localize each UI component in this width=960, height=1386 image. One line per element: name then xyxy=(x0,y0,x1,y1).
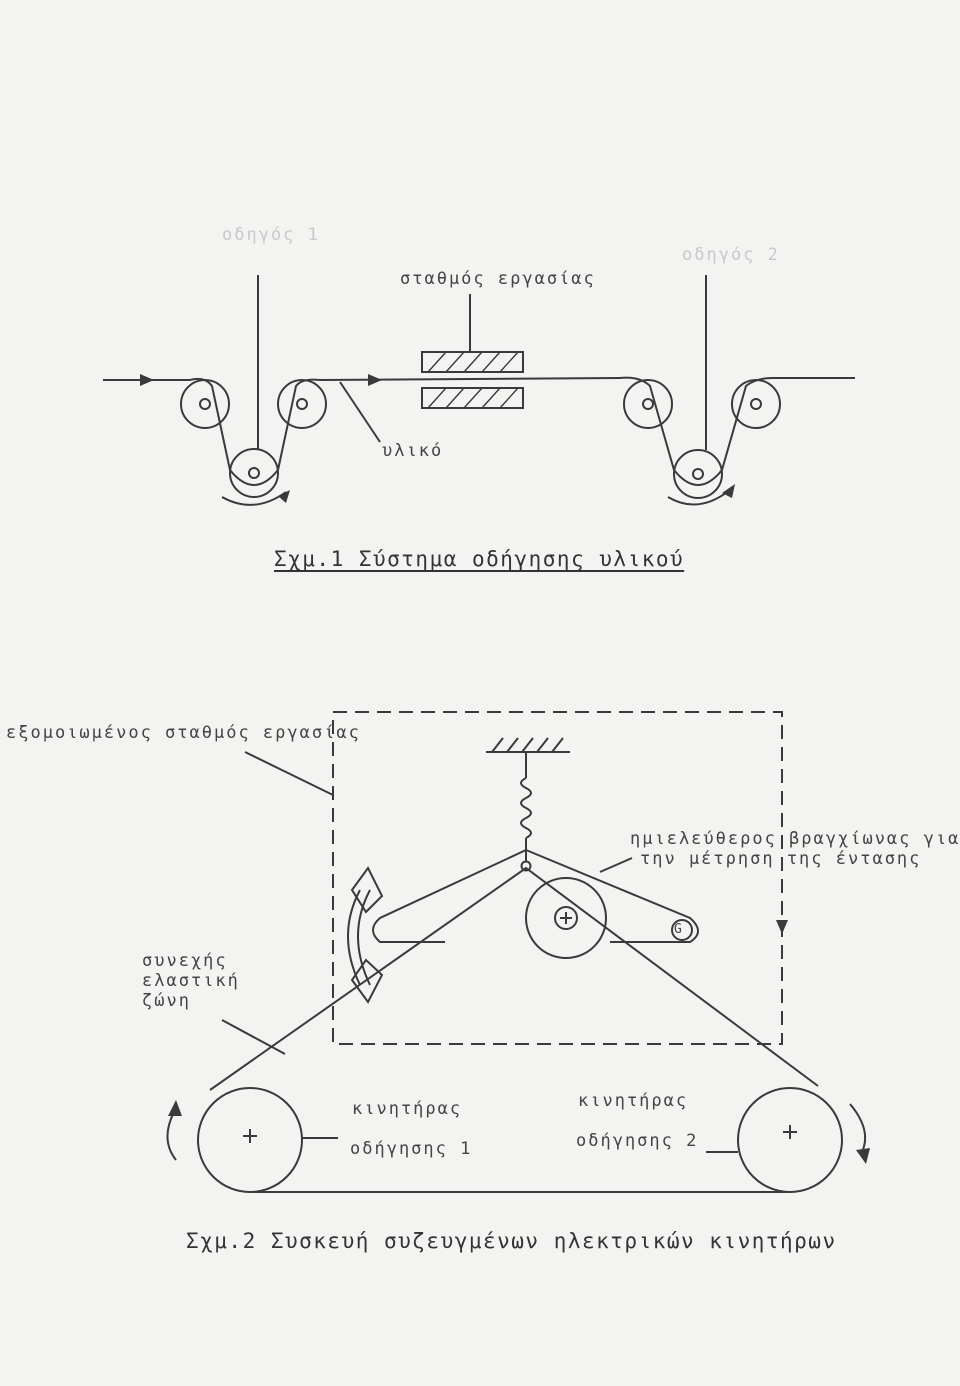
tension-arm xyxy=(372,849,699,943)
elastic-belt xyxy=(209,866,819,1193)
work-station-label: σταθμός εργασίας xyxy=(400,269,596,289)
roller-top-left-2 xyxy=(277,379,327,429)
motor-2 xyxy=(737,1087,843,1193)
belt-label-line3: ζώνη xyxy=(142,991,191,1011)
work-station-lower-plate xyxy=(421,387,524,409)
gauge-circle xyxy=(671,919,693,941)
work-station-upper-plate xyxy=(421,351,524,373)
roller-top-right-2 xyxy=(731,379,781,429)
tension-arm-label-line1: ημιελεύθερος βραγχίωνας για xyxy=(630,829,960,849)
arrow-material-mid xyxy=(368,374,382,386)
arrow-dancer-left xyxy=(278,490,290,503)
guide-2-label: οδηγός 2 xyxy=(682,245,780,265)
material-label: υλικό xyxy=(382,441,444,461)
figure-1-caption: Σχμ.1 Σύστημα οδήγησης υλικού xyxy=(274,547,685,571)
tension-arm-label-line2: την μέτρηση της έντασης xyxy=(640,849,922,869)
figure-2-caption: Σχμ.2 Συσκευή συζευγμένων ηλεκτρικών κιν… xyxy=(186,1229,837,1253)
simulated-station-label: εξομοιωμένος σταθμός εργασίας xyxy=(6,723,361,743)
arrow-material-in xyxy=(140,374,154,386)
roller-top-left-1 xyxy=(180,379,230,429)
material-path-right xyxy=(619,376,855,486)
guide-1-label: οδηγός 1 xyxy=(222,225,320,245)
belt-label-line2: ελαστική xyxy=(142,971,240,991)
arrow-dancer-right xyxy=(722,484,735,498)
roller-top-right-1 xyxy=(623,379,673,429)
arrow-motor-1 xyxy=(168,1100,182,1116)
material-path-left xyxy=(189,377,621,486)
motor-1-label-line2: οδήγησης 1 xyxy=(350,1139,473,1159)
dancer-roller xyxy=(525,877,607,959)
arrow-motor-2 xyxy=(856,1148,870,1164)
belt-label-line1: συνεχής xyxy=(142,951,228,971)
roller-dancer-right xyxy=(673,449,723,499)
motor-2-label-line2: οδήγησης 2 xyxy=(576,1131,699,1151)
motor-1-label-line1: κινητήρας xyxy=(352,1099,463,1119)
motor-2-label-line1: κινητήρας xyxy=(578,1091,689,1111)
roller-dancer-left xyxy=(229,448,279,498)
tension-spring xyxy=(520,777,532,839)
simulated-station-frame xyxy=(332,711,783,1045)
motor-1 xyxy=(197,1087,303,1193)
gauge-label: G xyxy=(674,922,684,937)
